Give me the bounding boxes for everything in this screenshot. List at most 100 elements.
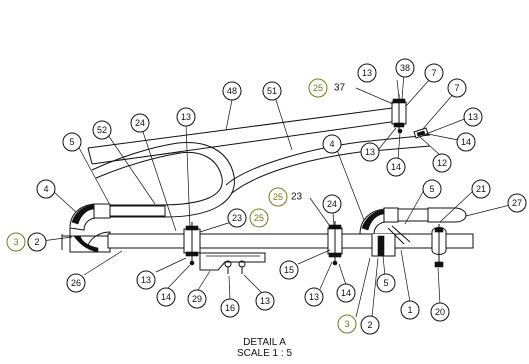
svg-text:5: 5 (69, 137, 74, 147)
svg-text:16: 16 (225, 303, 235, 313)
svg-text:14: 14 (161, 292, 171, 302)
balloon-3-left: 3 (6, 232, 26, 252)
svg-text:26: 26 (71, 278, 81, 288)
detail-title: DETAIL A (243, 337, 286, 348)
svg-text:5: 5 (383, 278, 388, 288)
balloon-14-b: 14 (386, 157, 406, 177)
svg-text:27: 27 (512, 198, 522, 208)
balloon-21: 21 (471, 179, 491, 199)
svg-text:48: 48 (227, 86, 237, 96)
balloon-14-a: 14 (456, 132, 476, 152)
svg-text:2: 2 (367, 320, 372, 330)
svg-text:3: 3 (344, 319, 349, 329)
balloon-25-top: 25 (308, 78, 328, 98)
svg-text:25: 25 (273, 192, 283, 202)
balloon-26: 26 (66, 273, 86, 293)
balloon-24-b: 24 (322, 194, 342, 214)
balloon-13-c: 13 (360, 142, 380, 162)
balloon-4-b: 4 (322, 134, 342, 154)
balloon-4-a: 4 (36, 179, 56, 199)
svg-text:25: 25 (313, 83, 323, 93)
svg-text:3: 3 (13, 237, 18, 247)
svg-text:2: 2 (34, 237, 39, 247)
balloon-13-g: 13 (304, 287, 324, 307)
svg-text:25: 25 (254, 213, 264, 223)
label-23-mid: 23 (291, 192, 303, 203)
svg-text:52: 52 (97, 125, 107, 135)
svg-text:29: 29 (192, 294, 202, 304)
balloon-15: 15 (279, 260, 299, 280)
detail-scale: SCALE 1 : 5 (236, 348, 293, 359)
svg-text:23: 23 (232, 213, 242, 223)
upper-right-clamp (391, 94, 429, 139)
middle-clamp (327, 221, 343, 266)
balloon-52: 52 (92, 120, 112, 140)
svg-text:7: 7 (454, 83, 459, 93)
balloon-13-d: 13 (176, 107, 196, 127)
balloon-7-b: 7 (447, 78, 467, 98)
balloon-20: 20 (430, 302, 450, 322)
balloons: 48 51 25 37 13 38 7 7 13 14 12 13 14 5 5… (6, 58, 527, 335)
lower-main-pipe (61, 228, 474, 253)
balloon-23-b: 23 (227, 208, 247, 228)
balloon-7-a: 7 (424, 63, 444, 83)
balloon-2-bottom: 2 (360, 315, 380, 335)
balloon-13-f: 13 (255, 291, 275, 311)
svg-text:13: 13 (181, 112, 191, 122)
balloon-16: 16 (220, 298, 240, 318)
svg-text:24: 24 (327, 199, 337, 209)
upper-left-elbow (69, 203, 166, 231)
svg-text:14: 14 (341, 288, 351, 298)
svg-text:13: 13 (468, 112, 478, 122)
balloon-5-a: 5 (62, 132, 82, 152)
balloon-25-c: 25 (249, 208, 269, 228)
loop-hose (91, 134, 431, 218)
svg-text:20: 20 (435, 307, 445, 317)
balloon-5-b: 5 (422, 179, 442, 199)
svg-text:13: 13 (260, 296, 270, 306)
svg-text:21: 21 (476, 184, 486, 194)
balloon-29: 29 (187, 289, 207, 309)
svg-text:4: 4 (43, 184, 48, 194)
balloon-13-a: 13 (357, 63, 377, 83)
balloon-14-d: 14 (336, 283, 356, 303)
balloon-13-e: 13 (136, 270, 156, 290)
diagonal-hose (87, 106, 406, 165)
svg-text:24: 24 (135, 118, 145, 128)
svg-text:13: 13 (141, 275, 151, 285)
svg-text:13: 13 (309, 292, 319, 302)
balloon-51: 51 (262, 81, 282, 101)
svg-text:15: 15 (284, 265, 294, 275)
balloon-27: 27 (507, 193, 527, 213)
svg-text:5: 5 (429, 184, 434, 194)
bracket-plate (199, 252, 266, 274)
balloon-14-c: 14 (156, 287, 176, 307)
right-clamp (431, 224, 447, 268)
svg-text:51: 51 (267, 86, 277, 96)
svg-text:13: 13 (362, 68, 372, 78)
balloon-2-left: 2 (27, 232, 47, 252)
balloon-1: 1 (400, 300, 420, 320)
balloon-24-a: 24 (130, 113, 150, 133)
svg-text:4: 4 (329, 139, 334, 149)
right-elbow (359, 207, 467, 257)
balloon-12: 12 (432, 153, 452, 173)
balloon-5-c: 5 (376, 273, 396, 293)
left-clamp (183, 222, 201, 266)
svg-text:7: 7 (431, 68, 436, 78)
svg-text:14: 14 (461, 137, 471, 147)
balloon-25-mid: 25 (268, 187, 288, 207)
balloon-3-bottom: 3 (337, 314, 357, 334)
balloon-48: 48 (222, 81, 242, 101)
svg-text:38: 38 (400, 63, 410, 73)
svg-text:1: 1 (407, 305, 412, 315)
balloon-38: 38 (395, 58, 415, 78)
svg-text:12: 12 (437, 158, 447, 168)
leader-lines (41, 71, 511, 318)
label-37: 37 (334, 83, 346, 94)
svg-text:14: 14 (391, 162, 401, 172)
svg-text:13: 13 (365, 147, 375, 157)
balloon-13-b: 13 (463, 107, 483, 127)
